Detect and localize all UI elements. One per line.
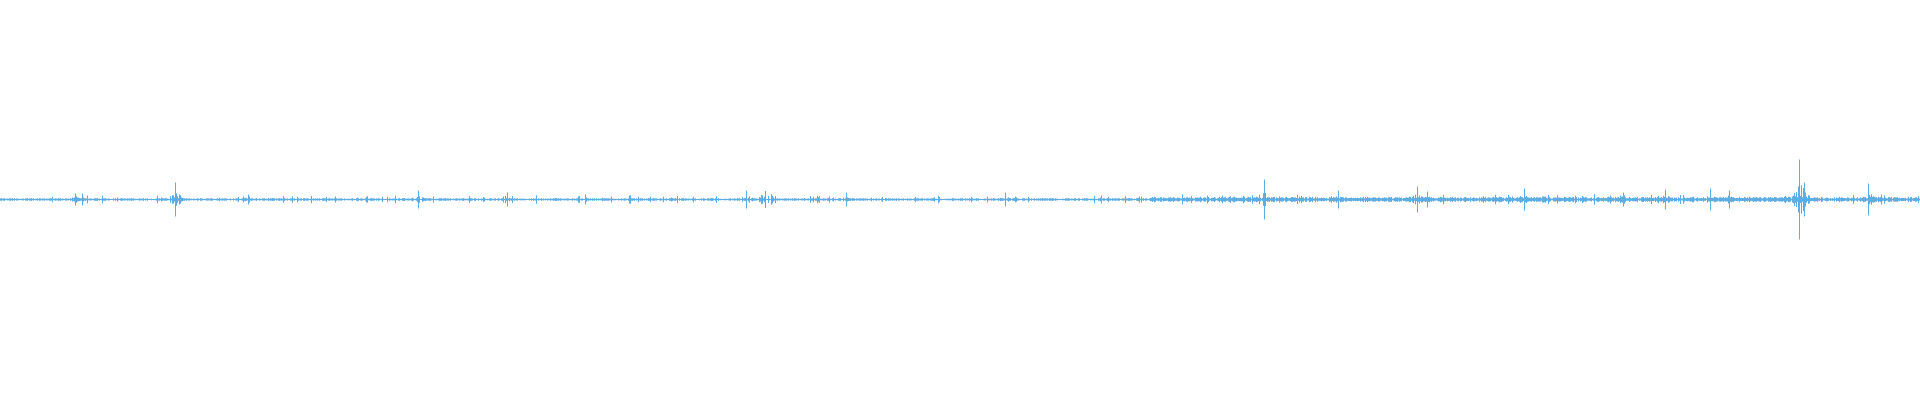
waveform-view [0,159,1920,240]
audio-waveform [0,159,1920,240]
